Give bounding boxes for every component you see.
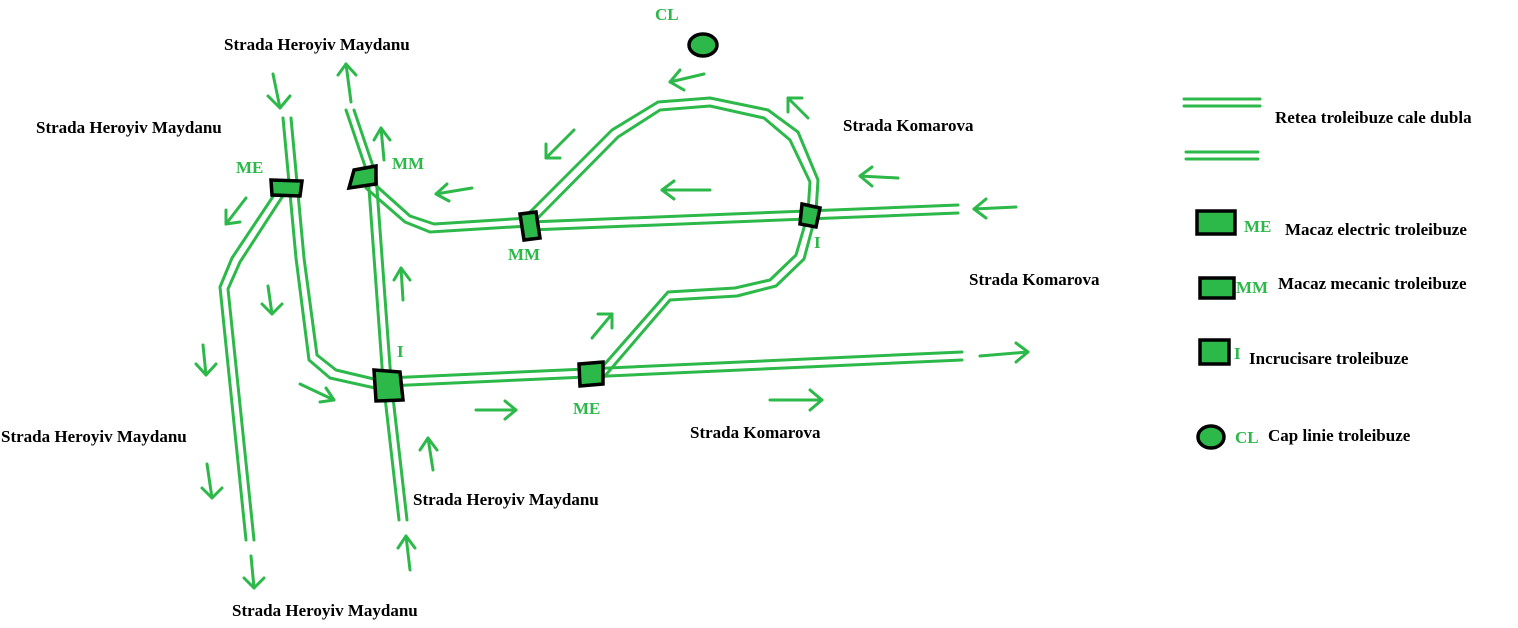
street-label-heroyiv-bottom: Strada Heroyiv Maydanu xyxy=(232,601,418,620)
electric-switch-node-bottom xyxy=(577,360,605,388)
legend-item-mechanical-switch: MM Macaz mecanic troleibuze xyxy=(1198,274,1467,300)
legend-code-cl: CL xyxy=(1235,428,1259,447)
node-label-me-bottom: ME xyxy=(573,399,600,418)
mechanical-switch-node-mid xyxy=(517,210,543,242)
arrow-down-right-icon xyxy=(298,382,336,404)
arrow-down-left-icon xyxy=(544,128,576,160)
node-label-mm-mid: MM xyxy=(508,245,540,264)
track-loop-lower xyxy=(594,212,818,379)
square-node-icon xyxy=(1195,209,1237,236)
node-label-i-center: I xyxy=(397,342,404,361)
terminus-node-cl xyxy=(687,32,719,58)
street-labels: Strada Heroyiv Maydanu Strada Heroyiv Ma… xyxy=(1,35,1100,620)
legend-item-electric-switch: ME Macaz electric troleibuze xyxy=(1195,209,1467,239)
track-network xyxy=(218,96,964,542)
mechanical-switch-node-top xyxy=(346,163,378,191)
arrow-up-icon xyxy=(336,62,358,104)
legend-text-double-line: Retea troleibuze cale dubla xyxy=(1275,108,1472,127)
node-label-cl: CL xyxy=(655,5,679,24)
arrow-right-icon xyxy=(474,399,518,421)
track-komarova-lower xyxy=(385,350,964,388)
track-heroyiv-west xyxy=(281,116,380,390)
legend-item-crossing: I Incrucisare troleibuze xyxy=(1198,338,1409,368)
arrow-up-icon xyxy=(372,126,392,162)
street-label-heroyiv-left-bottom: Strada Heroyiv Maydanu xyxy=(1,427,187,446)
legend-code-i: I xyxy=(1234,344,1241,363)
track-komarova-upper xyxy=(528,203,960,232)
arrow-down-left-icon xyxy=(224,196,248,226)
street-label-heroyiv-left-top: Strada Heroyiv Maydanu xyxy=(36,118,222,137)
node-label-i-right: I xyxy=(814,233,821,252)
arrow-left-icon xyxy=(858,165,900,188)
arrow-up-icon xyxy=(418,436,439,472)
arrow-left-icon xyxy=(972,197,1018,220)
track-heroyiv-east xyxy=(344,108,409,522)
square-node-icon xyxy=(1198,276,1236,300)
direction-arrows xyxy=(194,62,1030,590)
arrow-left-icon xyxy=(434,182,474,203)
arrow-up-icon xyxy=(396,534,417,572)
legend-text-mechanical-switch: Macaz mecanic troleibuze xyxy=(1278,274,1467,293)
legend-text-electric-switch: Macaz electric troleibuze xyxy=(1285,220,1467,239)
network-nodes xyxy=(269,32,823,403)
arrow-up-right-icon xyxy=(590,312,614,340)
legend-code-mm: MM xyxy=(1236,278,1268,297)
arrow-right-icon xyxy=(768,388,824,412)
arrow-left-icon xyxy=(660,179,712,201)
street-label-komarova-mid: Strada Komarova xyxy=(969,270,1100,289)
street-label-heroyiv-top: Strada Heroyiv Maydanu xyxy=(224,35,410,54)
node-labels: CL ME MM MM I I ME xyxy=(236,5,821,418)
crossing-node-center xyxy=(372,368,405,403)
arrow-down-icon xyxy=(266,72,292,110)
circle-node-icon xyxy=(1196,424,1226,450)
arrow-right-icon xyxy=(978,341,1030,364)
legend: Retea troleibuze cale dubla ME Macaz ele… xyxy=(1182,97,1472,450)
legend-text-crossing: Incrucisare troleibuze xyxy=(1249,349,1409,368)
arrow-up-icon xyxy=(392,266,412,302)
street-label-heroyiv-bottom-right: Strada Heroyiv Maydanu xyxy=(413,490,599,509)
arrow-up-left-icon xyxy=(786,96,810,120)
legend-item-double-line: Retea troleibuze cale dubla xyxy=(1182,97,1472,161)
crossing-node-right xyxy=(798,201,823,230)
node-label-mm-top: MM xyxy=(392,154,424,173)
square-node-icon xyxy=(1198,338,1231,366)
node-label-me-top: ME xyxy=(236,158,263,177)
track-mm-connector xyxy=(364,180,530,234)
arrow-down-icon xyxy=(260,284,284,316)
legend-code-me: ME xyxy=(1244,217,1271,236)
street-label-komarova-bottom: Strada Komarova xyxy=(690,423,821,442)
double-line-icon xyxy=(1182,97,1262,161)
street-label-komarova-top: Strada Komarova xyxy=(843,116,974,135)
legend-text-terminus: Cap linie troleibuze xyxy=(1268,426,1411,445)
arrow-left-icon xyxy=(668,68,706,92)
legend-item-terminus: CL Cap linie troleibuze xyxy=(1196,424,1411,450)
arrow-down-icon xyxy=(194,343,218,377)
arrow-down-icon xyxy=(242,554,266,590)
electric-switch-node-top xyxy=(269,178,304,198)
track-loop-upper xyxy=(524,96,820,224)
arrow-down-icon xyxy=(200,462,224,500)
track-left-branch xyxy=(218,184,290,542)
